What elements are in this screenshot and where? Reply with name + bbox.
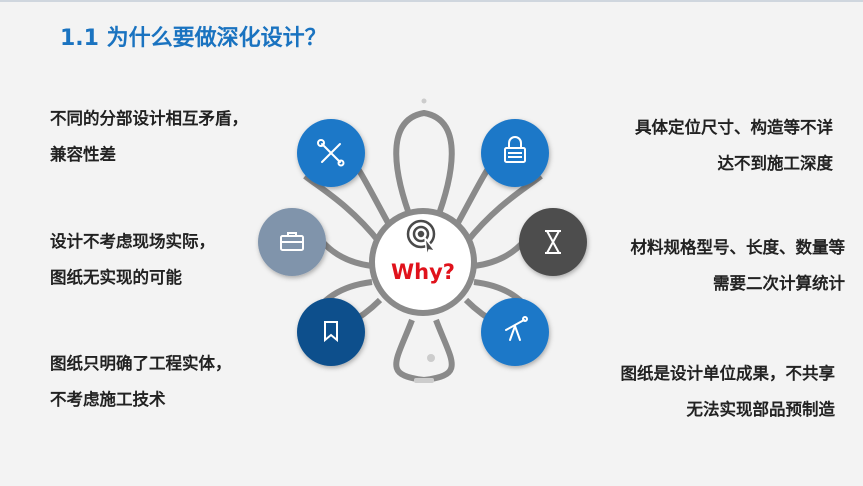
wrench-screwdriver-icon	[317, 139, 345, 167]
text-line: 达不到施工深度	[717, 154, 834, 173]
petal-bottom	[393, 318, 455, 383]
text-block-middle-left: 设计不考虑现场实际， 图纸无实现的可能	[50, 224, 215, 296]
text-block-bottom-left: 图纸只明确了工程实体， 不考虑施工技术	[50, 346, 232, 418]
text-block-top-left: 不同的分部设计相互矛盾， 兼容性差	[50, 101, 248, 173]
center-circle	[369, 208, 477, 316]
telescope-icon	[505, 316, 528, 341]
node-bottom-right	[481, 298, 549, 366]
node-bottom-left	[297, 298, 365, 366]
slide-title: 1.1 为什么要做深化设计？	[60, 26, 327, 51]
text-block-top-right: 具体定位尺寸、构造等不详 达不到施工深度	[635, 110, 833, 182]
text-line: 不考虑施工技术	[50, 390, 166, 409]
text-line: 图纸无实现的可能	[50, 268, 182, 287]
text-line: 兼容性差	[50, 145, 116, 164]
text-line: 图纸只明确了工程实体，	[50, 354, 232, 373]
why-label: Why?	[391, 260, 455, 284]
hourglass-icon	[545, 230, 561, 254]
text-line: 需要二次计算统计	[713, 274, 845, 293]
text-line: 材料规格型号、长度、数量等	[630, 238, 846, 257]
text-line: 不同的分部设计相互矛盾，	[50, 109, 248, 128]
text-line: 无法实现部品预制造	[686, 400, 836, 419]
briefcase-icon	[280, 232, 304, 251]
lock-icon	[504, 136, 526, 163]
target-cursor-icon	[406, 219, 437, 257]
text-line: 具体定位尺寸、构造等不详	[635, 118, 833, 137]
text-block-bottom-right: 图纸是设计单位成果，不共享 无法实现部品预制造	[621, 356, 836, 428]
bookmark-icon	[324, 321, 338, 343]
text-line: 图纸是设计单位成果，不共享	[620, 364, 836, 383]
text-block-middle-right: 材料规格型号、长度、数量等 需要二次计算统计	[631, 230, 846, 302]
text-line: 设计不考虑现场实际，	[50, 232, 215, 251]
petal-top	[393, 110, 455, 224]
petal-ornaments	[414, 98, 435, 383]
top-divider	[0, 0, 863, 2]
